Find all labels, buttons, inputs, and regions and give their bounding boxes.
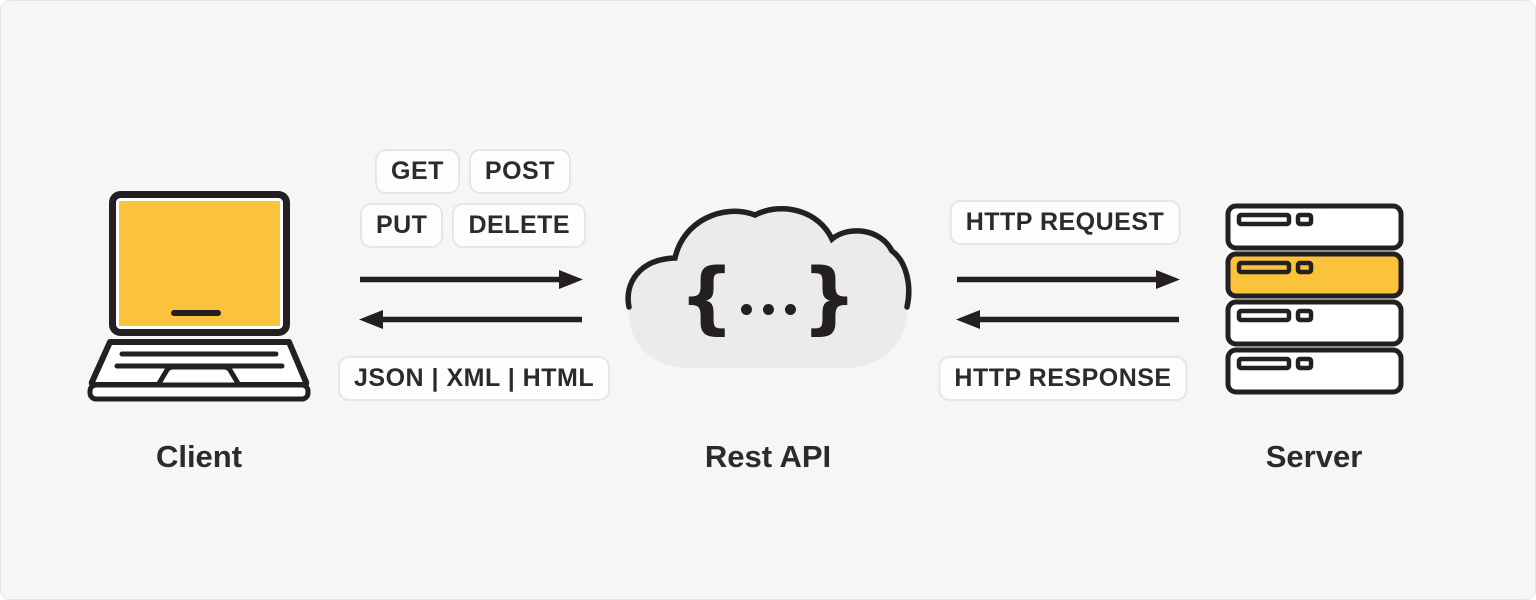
open-brace: {	[678, 253, 735, 343]
code-braces-glyph: { }	[679, 259, 857, 337]
request-arrow-right	[954, 269, 1182, 290]
cloud-icon	[623, 201, 915, 373]
method-badge-put: PUT	[359, 203, 444, 248]
method-badge-get: GET	[375, 149, 460, 194]
server-stack-icon	[1225, 203, 1405, 397]
http-response-badge: HTTP RESPONSE	[938, 356, 1188, 401]
response-formats-badge: JSON | XML | HTML	[338, 356, 611, 401]
server-label: Server	[1265, 439, 1363, 474]
http-request-badge: HTTP REQUEST	[949, 200, 1181, 245]
response-arrow-left	[357, 309, 585, 330]
http-methods-group: GET POST PUT DELETE	[339, 149, 607, 248]
laptop-icon	[87, 189, 311, 403]
method-badge-delete: DELETE	[452, 203, 587, 248]
request-arrow-left	[357, 269, 585, 290]
response-arrow-right	[954, 309, 1182, 330]
close-brace: }	[801, 253, 858, 343]
ellipsis-dots	[740, 303, 796, 315]
api-label: Rest API	[704, 439, 832, 474]
method-badge-post: POST	[468, 149, 571, 194]
client-label: Client	[155, 439, 243, 474]
